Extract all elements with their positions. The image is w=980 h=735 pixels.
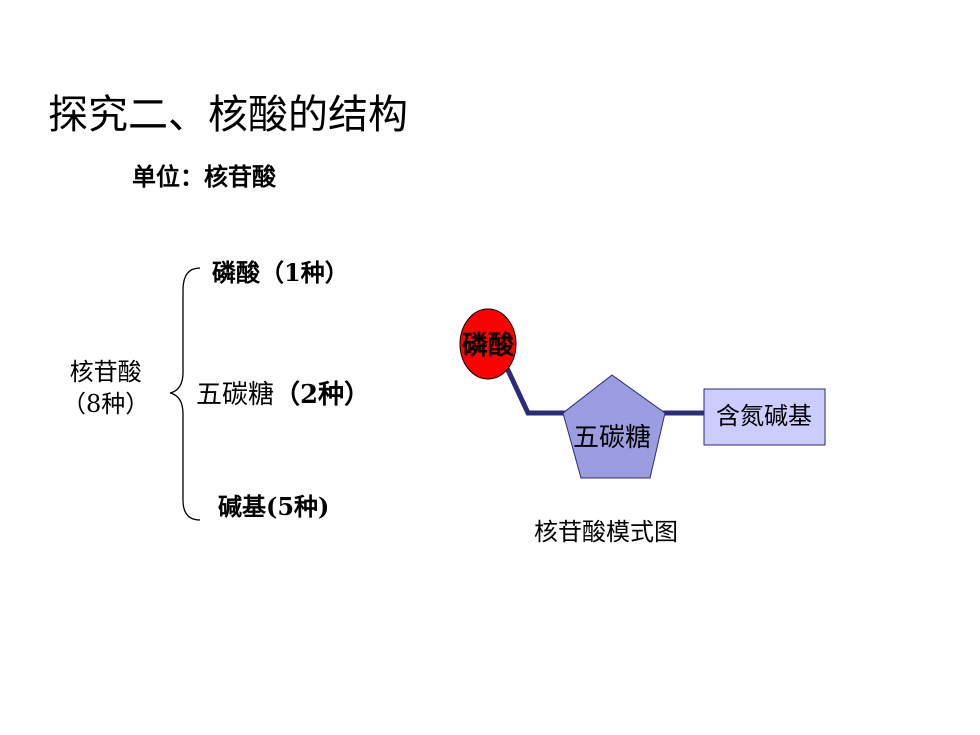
component-base: 碱基(5种) [218, 492, 330, 521]
nucleotide-label: 核苷酸 （8种） [62, 356, 149, 420]
page-title: 探究二、核酸的结构 [48, 91, 408, 138]
model-caption: 核苷酸模式图 [534, 518, 678, 546]
pentose-pentagon [562, 374, 666, 479]
component-pentose-name: 五碳糖 [196, 380, 275, 410]
nucleotide-label-line2: （8种） [62, 390, 150, 418]
base-label: 含氮碱基 [716, 402, 812, 430]
curly-brace [169, 267, 201, 521]
unit-text: 单位：核苷酸 [132, 162, 276, 191]
pentose-label: 五碳糖 [573, 423, 651, 453]
component-phosphate: 磷酸（1种） [212, 258, 349, 287]
nucleotide-label-line1: 核苷酸 [69, 358, 142, 386]
component-pentose: 五碳糖（2种） [196, 378, 370, 412]
phosphate-sugar-bond [504, 366, 580, 416]
base-box [703, 388, 826, 446]
component-pentose-count: （2种） [274, 380, 371, 410]
phosphate-label: 磷酸 [462, 331, 515, 361]
phosphate-circle [459, 308, 517, 380]
